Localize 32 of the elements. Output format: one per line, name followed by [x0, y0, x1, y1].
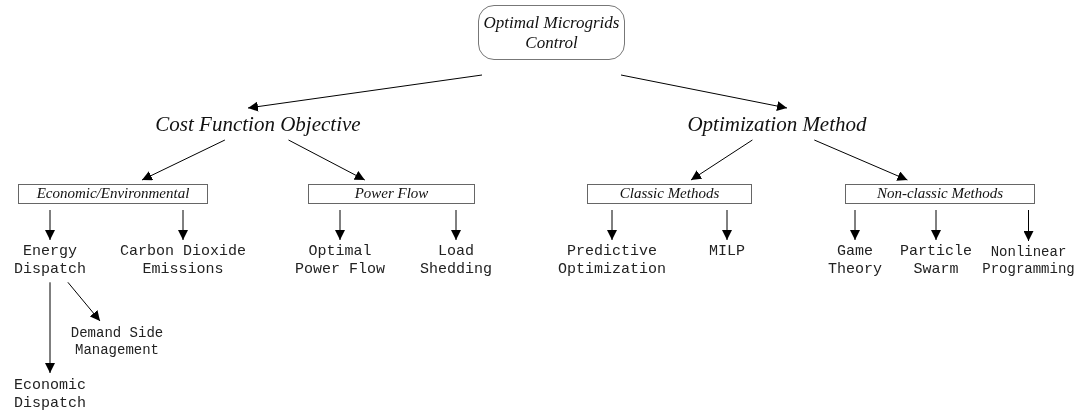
- leaf-text: Demand Side Management: [62, 325, 172, 360]
- arrow: [690, 139, 753, 181]
- heading-text: Cost Function Objective: [140, 112, 376, 138]
- arrow: [141, 139, 226, 181]
- arrow: [813, 139, 908, 181]
- arrow: [288, 139, 366, 181]
- arrow: [335, 209, 345, 241]
- arrow: [178, 209, 188, 241]
- leaf-text: Optimal Power Flow: [285, 243, 395, 280]
- rounded-box: Optimal Microgrids Control: [478, 5, 625, 60]
- category-box: Classic Methods: [587, 184, 752, 204]
- arrow: [247, 74, 483, 112]
- leaf-text: Load Shedding: [408, 243, 504, 280]
- leaf-text: MILP: [692, 243, 762, 262]
- arrow: [451, 209, 461, 241]
- leaf-text: Economic Dispatch: [2, 377, 98, 414]
- arrow: [722, 209, 732, 241]
- leaf-text: Predictive Optimization: [545, 243, 679, 280]
- heading-text: Optimization Method: [668, 112, 886, 138]
- arrow: [850, 209, 860, 241]
- category-box: Power Flow: [308, 184, 475, 204]
- arrow: [45, 281, 55, 374]
- leaf-text: Carbon Dioxide Emissions: [108, 243, 258, 280]
- arrow: [620, 74, 788, 111]
- arrow: [45, 209, 55, 241]
- arrow: [1023, 209, 1034, 242]
- category-box: Economic/Environmental: [18, 184, 208, 204]
- arrow: [607, 209, 617, 241]
- category-box: Non-classic Methods: [845, 184, 1035, 204]
- arrow: [67, 281, 101, 322]
- leaf-text: Energy Dispatch: [2, 243, 98, 280]
- arrow: [931, 209, 941, 241]
